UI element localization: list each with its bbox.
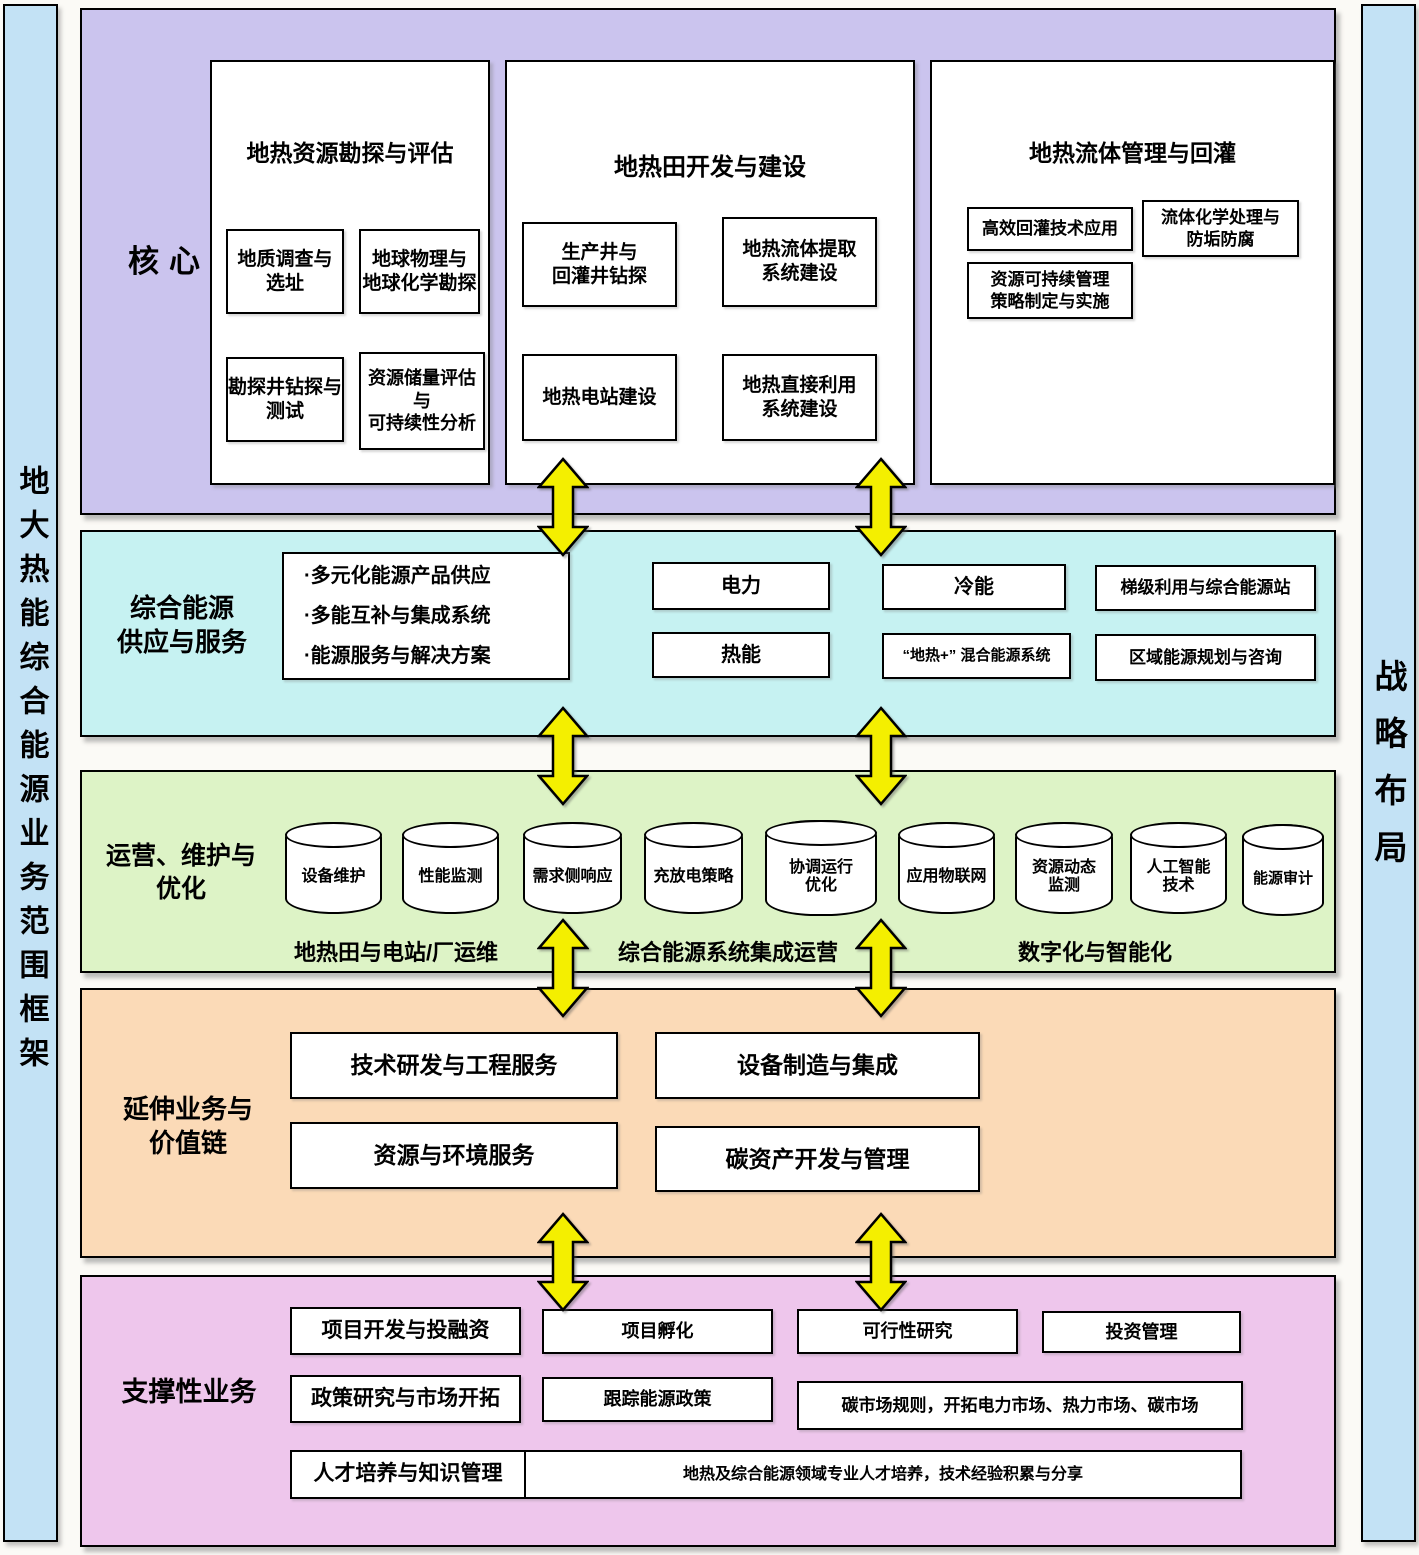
cylinder-label: 能源审计 (1252, 870, 1313, 888)
core-item: 地热流体提取 系统建设 (722, 217, 877, 307)
extended-item-box: 设备制造与集成 (655, 1032, 980, 1099)
core-item: 地热直接利用 系统建设 (722, 354, 877, 441)
energy-item-box: 冷能 (882, 564, 1066, 610)
updown-arrow (855, 1212, 907, 1312)
cylinder-label: 应用物联网 (906, 867, 987, 885)
updown-arrow (537, 706, 589, 806)
fluid-group: 地热流体管理与回灌 高效回灌技术应用 流体化学处理与 防垢防腐 资源可持续管理 … (930, 60, 1335, 485)
energy-item-box: “地热+” 混合能源系统 (882, 633, 1071, 679)
updown-arrow (855, 918, 907, 1018)
operations-band-label: 运营、维护与 优化 (105, 842, 256, 903)
cylinder-label: 充放电策略 (653, 867, 734, 885)
talent-box: 人才培养与知识管理 地热及综合能源领域专业人才培养，技术经验积累与分享 (290, 1450, 1242, 1499)
cylinder-label: 需求侧响应 (532, 867, 613, 885)
extended-band: 延伸业务与 价值链 技术研发与工程服务 设备制造与集成 资源与环境服务 碳资产开… (80, 988, 1336, 1258)
energy-item-box: 区域能源规划与咨询 (1095, 634, 1316, 681)
support-band: 支撑性业务 项目开发与投融资 项目孵化 可行性研究 投资管理 政策研究与市场开拓… (80, 1275, 1336, 1547)
operations-caption: 数字化与智能化 (1017, 940, 1172, 965)
exploration-group: 地热资源勘探与评估 地质调查与 选址 地球物理与 地球化学勘探 勘探井钻探与 测… (210, 60, 490, 485)
support-item-box: 可行性研究 (797, 1309, 1018, 1354)
extended-item-box: 技术研发与工程服务 (290, 1032, 618, 1099)
extended-item-box: 资源与环境服务 (290, 1122, 618, 1189)
core-item: 流体化学处理与 防垢防腐 (1142, 200, 1299, 257)
bullet-line: ·多能互补与集成系统 (304, 604, 491, 627)
bullet-line: ·能源服务与解决方案 (304, 644, 491, 667)
right-sidebar: 战略布局 (1361, 4, 1416, 1542)
database-cylinder: 应用物联网 (898, 822, 995, 914)
updown-arrow (855, 706, 907, 806)
talent-title: 人才培养与知识管理 (292, 1452, 526, 1497)
arrow-shape (537, 457, 589, 557)
energy-band-label: 综合能源 供应与服务 (116, 593, 247, 657)
development-group-title: 地热田开发与建设 (614, 154, 806, 181)
core-item: 地热电站建设 (522, 354, 677, 441)
core-item: 资源储量评估 与 可持续性分析 (359, 352, 485, 450)
arrow-shape (855, 706, 907, 806)
cylinder-label: 资源动态 监测 (1031, 858, 1096, 894)
arrow-shape (537, 1212, 589, 1312)
core-item: 高效回灌技术应用 (967, 207, 1133, 251)
arrow-shape (855, 457, 907, 557)
core-item: 地球物理与 地球化学勘探 (359, 229, 480, 314)
core-band-label: 核心 (128, 244, 210, 279)
arrow-shape (855, 918, 907, 1018)
updown-arrow (537, 457, 589, 557)
support-item-box: 投资管理 (1042, 1311, 1241, 1353)
talent-desc: 地热及综合能源领域专业人才培养，技术经验积累与分享 (682, 1465, 1083, 1483)
energy-summary-box: ·多元化能源产品供应 ·多能互补与集成系统 ·能源服务与解决方案 (282, 552, 570, 680)
support-item-box: 碳市场规则，开拓电力市场、热力市场、碳市场 (797, 1381, 1243, 1430)
database-cylinder: 需求侧响应 (523, 822, 622, 914)
support-band-label: 支撑性业务 (121, 1377, 257, 1407)
core-item: 资源可持续管理 策略制定与实施 (967, 262, 1133, 319)
support-item-box: 项目开发与投融资 (290, 1307, 521, 1355)
development-group: 地热田开发与建设 生产井与 回灌井钻探 地热流体提取 系统建设 地热电站建设 地… (505, 60, 915, 485)
cylinder-label: 协调运行 优化 (788, 858, 853, 894)
exploration-group-title: 地热资源勘探与评估 (246, 140, 454, 166)
left-sidebar-title: 地大热能综合能源业务范围框架 (14, 465, 48, 1081)
right-sidebar-title: 战略布局 (1370, 659, 1407, 887)
energy-item-box: 热能 (652, 632, 830, 678)
energy-item-box: 电力 (652, 562, 830, 610)
operations-caption: 地热田与电站/厂运维 (293, 940, 499, 965)
database-cylinder: 充放电策略 (644, 822, 743, 914)
bullet-line: ·多元化能源产品供应 (304, 564, 491, 587)
database-cylinder: 人工智能 技术 (1130, 822, 1227, 914)
database-cylinder: 资源动态 监测 (1015, 822, 1113, 914)
extended-item-box: 碳资产开发与管理 (655, 1126, 980, 1192)
left-sidebar: 地大热能综合能源业务范围框架 (3, 4, 58, 1542)
core-item: 地质调查与 选址 (226, 229, 344, 314)
database-cylinder: 设备维护 (285, 822, 382, 914)
operations-caption: 综合能源系统集成运营 (617, 940, 838, 965)
core-item: 勘探井钻探与 测试 (226, 357, 344, 442)
cylinder-label: 人工智能 技术 (1146, 858, 1211, 894)
extended-band-label: 延伸业务与 价值链 (122, 1094, 253, 1158)
cylinder-label: 性能监测 (418, 867, 483, 885)
fluid-group-title: 地热流体管理与回灌 (1029, 140, 1236, 166)
cylinder-label: 设备维护 (301, 867, 366, 885)
energy-item-box: 梯级利用与综合能源站 (1095, 565, 1316, 611)
energy-band: 综合能源 供应与服务 ·多元化能源产品供应 ·多能互补与集成系统 ·能源服务与解… (80, 530, 1336, 737)
support-item-box: 跟踪能源政策 (542, 1377, 773, 1422)
core-item: 生产井与 回灌井钻探 (522, 222, 677, 307)
support-item-box: 政策研究与市场开拓 (290, 1375, 521, 1423)
updown-arrow (537, 918, 589, 1018)
arrow-shape (537, 918, 589, 1018)
operations-band: 运营、维护与 优化 设备维护 性能监测 需求侧响应 充放电策略 协调运行 优化 … (80, 770, 1336, 973)
database-cylinder: 协调运行 优化 (765, 820, 877, 916)
support-item-box: 项目孵化 (542, 1309, 773, 1354)
database-cylinder: 能源审计 (1242, 824, 1324, 916)
database-cylinder: 性能监测 (402, 822, 499, 914)
core-band: 核心 地热资源勘探与评估 地质调查与 选址 地球物理与 地球化学勘探 勘探井钻探… (80, 8, 1336, 515)
arrow-shape (537, 706, 589, 806)
arrow-shape (855, 1212, 907, 1312)
updown-arrow (537, 1212, 589, 1312)
updown-arrow (855, 457, 907, 557)
